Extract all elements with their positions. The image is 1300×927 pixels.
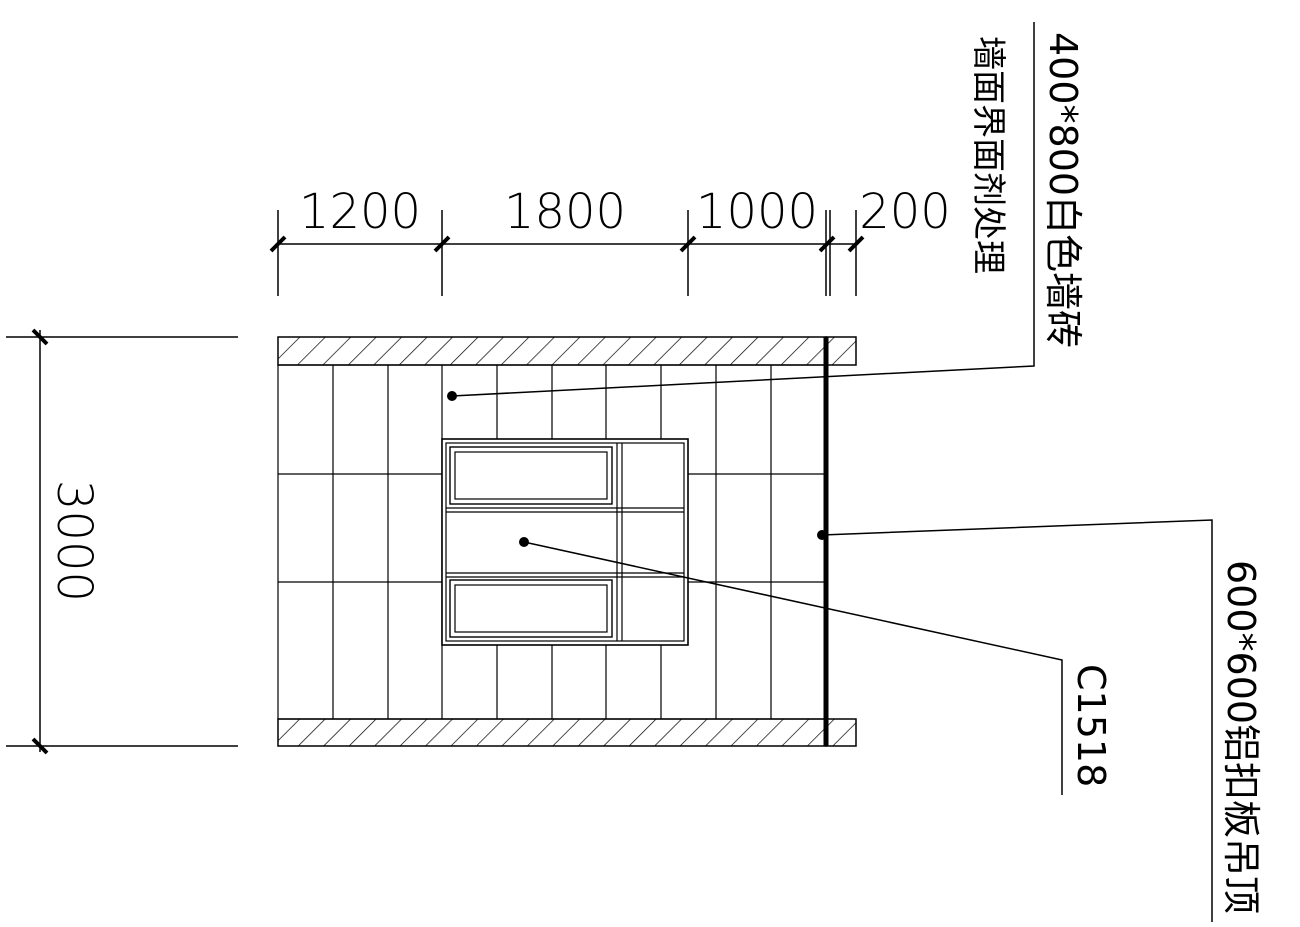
ceiling-edge-top [825,336,857,366]
leader-dot [817,530,827,540]
window-sash-top [449,446,613,505]
annotation-wall-tile: 400*800白色墙砖 [1041,32,1085,348]
dimension-tick [818,235,836,253]
annotation-ceiling: 600*600铝扣板吊顶 [1219,560,1263,914]
leader-wall-tile [451,22,1035,397]
dim-label-1000: 1000 [696,184,818,240]
annotation-window-code: C1518 [1069,664,1113,787]
dimension-tick [847,235,865,253]
top-wall-section [277,336,827,366]
leader-ceiling [821,519,1213,922]
leader-dots [447,391,827,547]
bottom-wall-section [277,718,827,747]
dimension-tick [679,235,697,253]
leader-window [523,541,1063,795]
ceiling-edge-bottom [825,718,857,747]
window-sash-top-inner [454,451,608,500]
annotation-wall-treatment: 墙面界面剂处理 [968,36,1008,274]
leader-dot [519,537,529,547]
top-dimension-ticks [269,235,865,253]
window-sash-bottom [449,579,613,638]
left-dimension [6,330,238,752]
dim-label-1200: 1200 [299,184,421,240]
dimension-tick [269,235,287,253]
dim-label-1800: 1800 [504,184,626,240]
left-dimension-ticks [31,328,49,755]
leader-dot [447,391,457,401]
dim-label-200: 200 [859,184,951,240]
window-inner-frame [445,442,685,642]
dimension-tick [433,235,451,253]
dimension-tick [31,737,49,755]
leaders [451,22,1213,922]
dimension-tick [31,328,49,346]
walls [277,336,857,747]
window-c1518 [441,438,689,646]
window-sash-bottom-inner [454,584,608,633]
window-outer-frame [441,438,689,646]
dim-label-3000: 3000 [46,480,102,602]
top-dimension-chain [276,210,857,296]
